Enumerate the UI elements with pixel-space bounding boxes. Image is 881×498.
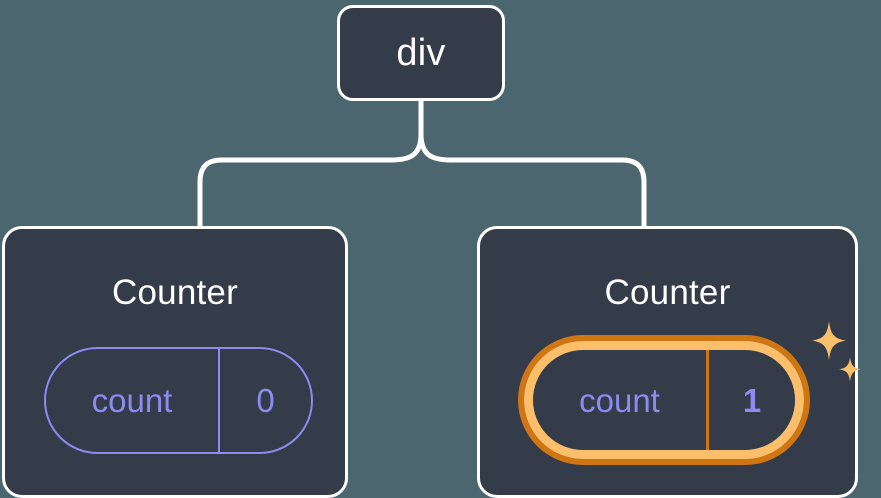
state-pill-key-cell: count [533,350,709,450]
node-counter-right-title: Counter [604,273,731,312]
node-div[interactable]: div [337,5,505,101]
sparkle-small-icon [839,357,861,382]
node-div-label: div [396,32,446,74]
node-counter-left[interactable]: Counter count 0 [2,226,348,498]
state-key-label: count [91,382,173,419]
state-pill-count-left[interactable]: count 0 [44,347,313,454]
state-pill-count-right-highlighted[interactable]: count 1 [524,341,804,459]
sparkle-group [812,321,861,382]
node-counter-right[interactable]: Counter count 1 [477,226,861,498]
state-pill-key-cell: count [46,349,220,452]
state-value-label: 1 [742,381,762,419]
state-pill-value-cell: 0 [220,349,311,452]
state-value-label: 0 [256,382,275,419]
connector-branch-right [418,131,647,229]
state-pill-value-cell: 1 [709,350,795,450]
sparkle-large-icon [812,321,846,361]
state-key-label: count [579,381,660,419]
node-counter-left-title: Counter [112,273,238,312]
connector-branch-left [197,131,424,229]
